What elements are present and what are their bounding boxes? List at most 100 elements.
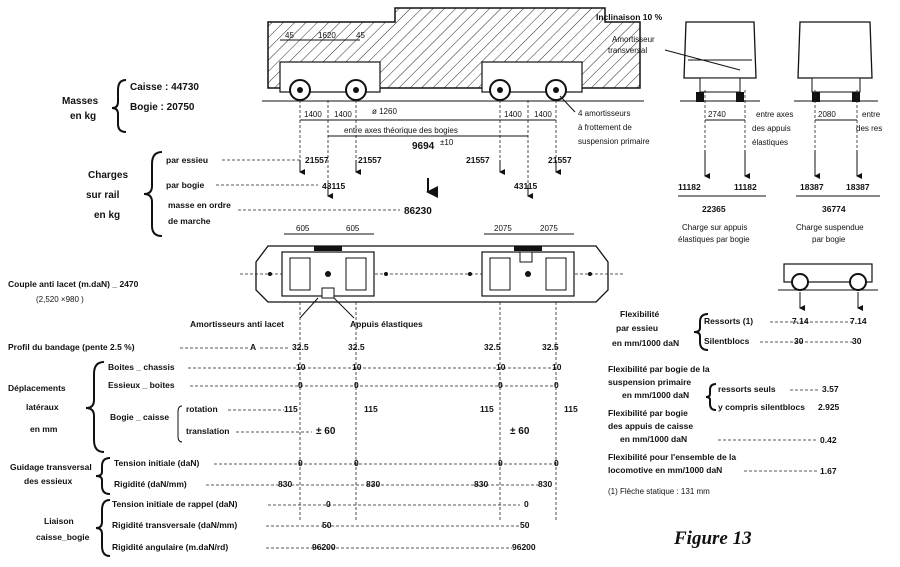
amort-frottement-3: suspension primaire	[578, 137, 650, 146]
brace-deplacements	[85, 361, 105, 453]
flex-title-1: Flexibilité	[620, 309, 659, 319]
dim-2080: 2080	[818, 110, 836, 119]
par-bogie-label: par bogie	[166, 180, 205, 190]
boites-chassis-label: Boites _ chassis	[108, 362, 175, 372]
silentblocs-label: Silentblocs	[704, 336, 750, 346]
ressorts-v2: 7.14	[850, 316, 867, 326]
profil-v2: 32.5	[348, 342, 365, 352]
brace-flex-bogie	[705, 383, 717, 411]
flex-appuis-3: en mm/1000 daN	[620, 434, 687, 444]
essieu-load-2: 21557	[358, 155, 382, 165]
flex-title-2: par essieu	[616, 323, 658, 333]
appui-caption-1: Charge sur appuis	[682, 223, 747, 232]
charges-title-2: sur rail	[86, 190, 120, 201]
translation-v1: ± 60	[316, 426, 336, 437]
silentblocs-v2: 30	[852, 336, 862, 346]
liaison-rig-ang-v1: 96200	[312, 542, 336, 552]
dim-2075b: 2075	[540, 224, 558, 233]
liaison-rig-trans-label: Rigidité transversale (daN/mm)	[112, 520, 237, 530]
dim-2740: 2740	[708, 110, 726, 119]
axle-hub	[497, 87, 503, 93]
essieux-boites-label: Essieux _ boites	[108, 380, 175, 390]
rotation-v3: 115	[480, 404, 494, 414]
small-bogie-view	[778, 263, 878, 311]
profil-letter: A	[250, 342, 256, 352]
masses-title-2: en kg	[70, 111, 96, 122]
appui-load-2: 11182	[734, 182, 757, 192]
leader-frottement	[559, 95, 576, 113]
boites-chassis-v4: 10	[552, 362, 562, 372]
flex-bogie-2: suspension primaire	[608, 377, 691, 387]
ressorts-label: Ressorts (1)	[704, 316, 753, 326]
flex-note: (1) Flèche statique : 131 mm	[608, 487, 710, 496]
dim-605a: 605	[296, 224, 310, 233]
masse-ordre-1: masse en ordre	[168, 200, 231, 210]
amort-frottement-1: 4 amortisseurs	[578, 109, 630, 118]
dim-1400d: 1400	[534, 110, 552, 119]
flex-ensemble-2: locomotive en mm/1000 daN	[608, 465, 722, 475]
appuis-axes-1: entre axes	[756, 110, 793, 119]
liaison-rig-trans-v1: 50	[322, 520, 332, 530]
masses-bogie: Bogie : 20750	[130, 102, 195, 113]
couple-anti-lacet: Couple anti lacet (m.daN) _ 2470	[8, 279, 139, 289]
appui-load-total: 22365	[702, 204, 726, 214]
masse-ordre-2: de marche	[168, 216, 211, 226]
bogie-load-2: 43115	[514, 181, 537, 191]
amort-frottement-2: à frottement de	[578, 123, 632, 132]
dim-1400a: 1400	[304, 110, 322, 119]
flex-ensemble-v: 1.67	[820, 466, 837, 476]
suspendue-load-total: 36774	[822, 204, 846, 214]
flex-appuis-1: Flexibilité par bogie	[608, 408, 688, 418]
essieux-boites-v3: 0	[498, 380, 503, 390]
brace-bogie-caisse	[177, 405, 183, 443]
side-view-locomotive	[262, 7, 644, 185]
guidage-tension-v2: 0	[354, 458, 359, 468]
empattement-value: 9694	[412, 141, 435, 152]
appui-caption-2: élastiques par bogie	[678, 235, 750, 244]
essieux-boites-v2: 0	[354, 380, 359, 390]
brace-liaison	[95, 499, 111, 557]
guidage-title-2: des essieux	[24, 476, 72, 486]
empattement-tol: ±10	[440, 138, 454, 147]
inclinaison-label: Inclinaison 10 %	[596, 12, 663, 22]
appuis-axes-2: des appuis	[752, 124, 791, 133]
liaison-rig-ang-label: Rigidité angulaire (m.daN/rd)	[112, 542, 228, 552]
plan-view-locomotive	[240, 233, 625, 303]
dim-phi-1260: ø 1260	[372, 107, 397, 116]
suspendue-caption-1: Charge suspendue	[796, 223, 864, 232]
ressorts-seuls: ressorts seuls	[718, 384, 776, 394]
dim-1400b: 1400	[334, 110, 352, 119]
dim-605b: 605	[346, 224, 360, 233]
brace-masses	[111, 79, 127, 133]
essieu-load-4: 21557	[548, 155, 572, 165]
flex-bogie-3: en mm/1000 daN	[622, 390, 689, 400]
liaison-title-2: caisse_bogie	[36, 532, 90, 542]
guidage-title-1: Guidage transversal	[10, 462, 92, 472]
flex-title-3: en mm/1000 daN	[612, 338, 679, 348]
liaison-title-1: Liaison	[44, 516, 74, 526]
liaison-rig-trans-v2: 50	[520, 520, 530, 530]
suspendue-load-2: 18387	[846, 182, 870, 192]
flex-appuis-v: 0.42	[820, 435, 837, 445]
bogie-caisse-label: Bogie _ caisse	[110, 412, 169, 422]
guidage-tension-v1: 0	[298, 458, 303, 468]
boites-chassis-v3: 10	[496, 362, 506, 372]
end-view-locomotive	[680, 21, 878, 150]
rotation-v1: 115	[284, 404, 298, 414]
rotation-v4: 115	[564, 404, 578, 414]
amort-transversal-1: Amortisseur	[612, 35, 655, 44]
liaison-tension-label: Tension initiale de rappel (daN)	[112, 499, 238, 509]
flex-ensemble-1: Flexibilité pour l'ensemble de la	[608, 452, 736, 462]
guidage-rigidite-v2: 830	[366, 479, 380, 489]
masses-caisse: Caisse : 44730	[130, 82, 199, 93]
y-compris: y compris silentblocs	[718, 402, 805, 412]
liaison-tension-v1: 0	[326, 499, 331, 509]
translation-v2: ± 60	[510, 426, 530, 437]
right-partial-1: entre	[862, 110, 881, 119]
total-load: 86230	[404, 206, 432, 217]
leader-transversal	[664, 49, 741, 71]
charges-title-1: Charges	[88, 170, 128, 181]
dim-45b: 45	[356, 31, 365, 40]
